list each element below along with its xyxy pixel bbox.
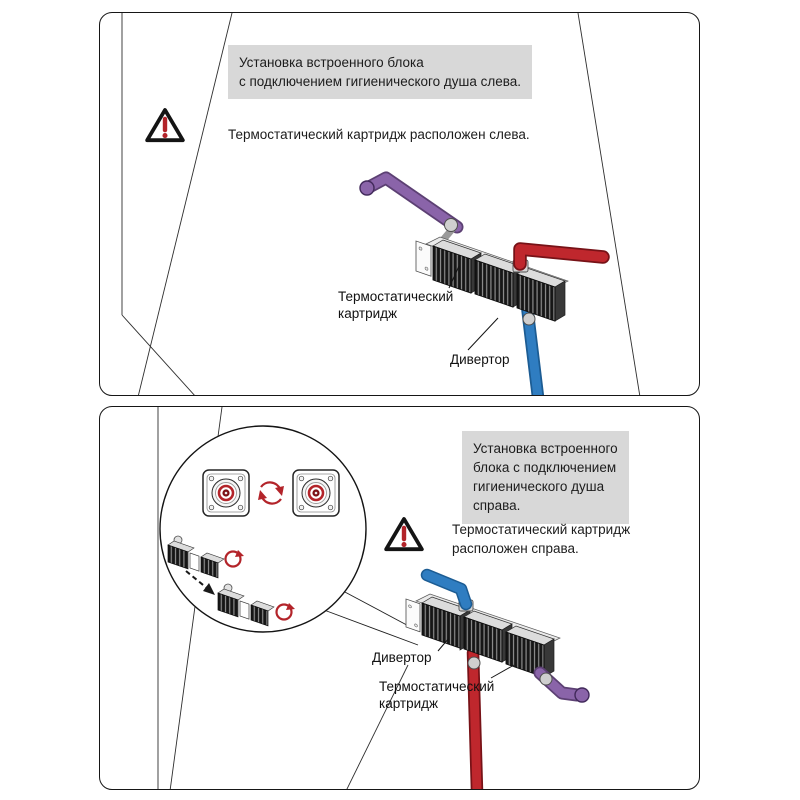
warning-icon (384, 517, 424, 552)
pipe-nut (522, 312, 536, 326)
cartridge-faceplate-left (202, 469, 250, 517)
warning-icon (145, 108, 185, 143)
note-box: Установка встроенного блока с подключени… (462, 431, 629, 524)
pipe-nut (539, 672, 553, 686)
swap-arrow-icon (185, 570, 215, 595)
label-leader-lines (437, 637, 515, 679)
rotate-marker-icon (224, 550, 244, 568)
warning-text: Термостатический картридж расположен спр… (452, 522, 631, 556)
hot-water-pipe (466, 646, 484, 789)
diverter-block (516, 267, 566, 322)
label-diverter: Дивертор (372, 650, 432, 665)
hot-water-handle (512, 242, 610, 273)
middle-block (463, 610, 513, 663)
pipe-nut (444, 218, 458, 232)
thermostatic-cartridge-block (505, 625, 555, 678)
detail-callout-lines (323, 590, 419, 646)
label-diverter: Дивертор (450, 352, 510, 367)
wall-corner-lines (121, 13, 641, 395)
end-plate (405, 598, 421, 633)
label-thermostatic-cartridge: Термостатический картридж (379, 679, 495, 711)
rotate-arrows-icon (258, 481, 284, 505)
installation-diagram-right (157, 407, 590, 789)
mini-valve-top (167, 535, 225, 579)
cartridge-faceplate-right (292, 469, 340, 517)
warning-text: Термостатический картридж расположен сле… (228, 127, 530, 142)
pipe-nut (467, 656, 481, 670)
mini-valve-bottom (217, 583, 295, 627)
detail-view-circle (159, 425, 367, 633)
panel-install-left: Установка встроенного блока с подключени… (99, 12, 700, 396)
installation-diagram-left (121, 13, 641, 395)
cold-water-handle (420, 568, 474, 612)
thermostatic-cartridge-block (432, 239, 482, 294)
end-plate (415, 240, 432, 277)
panel-install-right: Установка встроенного блока с подключени… (99, 406, 700, 790)
label-thermostatic-cartridge: Термостатический картридж (338, 289, 454, 321)
label-leader-lines (448, 265, 499, 351)
note-box: Установка встроенного блока с подключени… (228, 45, 533, 100)
mixed-water-pipe (359, 171, 464, 234)
